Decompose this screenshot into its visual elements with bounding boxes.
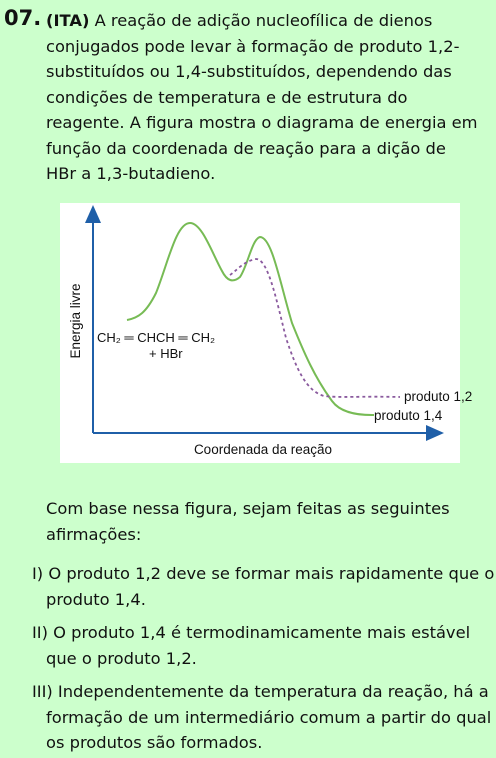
curve-produto-1-2 <box>229 258 401 398</box>
question-source: (ITA) <box>46 11 90 30</box>
label-produto-1-2: produto 1,2 <box>404 389 472 404</box>
statement-ii: II) O produto 1,4 é termodinamicamente m… <box>32 623 471 668</box>
y-axis-label: Energia livre <box>68 283 83 358</box>
reactant-formula: CH₂ ═ CHCH ═ CH₂ <box>97 330 215 345</box>
label-produto-1-4: produto 1,4 <box>374 408 443 423</box>
energy-diagram: CH₂ ═ CHCH ═ CH₂ + HBr produto 1,2 produ… <box>60 203 472 463</box>
x-axis-label: Coordenada da reação <box>194 442 332 457</box>
reactant-hbr: + HBr <box>149 346 183 361</box>
statement-iii: III) Independentemente da temperatura da… <box>32 682 492 752</box>
question-text: A reação de adição nucleofílica de dieno… <box>46 11 478 183</box>
curve-produto-1-4 <box>126 221 374 416</box>
question-intro: (ITA) A reação de adição nucleofílica de… <box>46 8 478 187</box>
statements-lead: Com base nessa figura, sejam feitas as s… <box>46 499 450 544</box>
energy-diagram-svg: CH₂ ═ CHCH ═ CH₂ + HBr produto 1,2 produ… <box>68 205 472 457</box>
statement-i: I) O produto 1,2 deve se formar mais rap… <box>32 564 495 609</box>
question-number: 07. <box>4 6 42 30</box>
